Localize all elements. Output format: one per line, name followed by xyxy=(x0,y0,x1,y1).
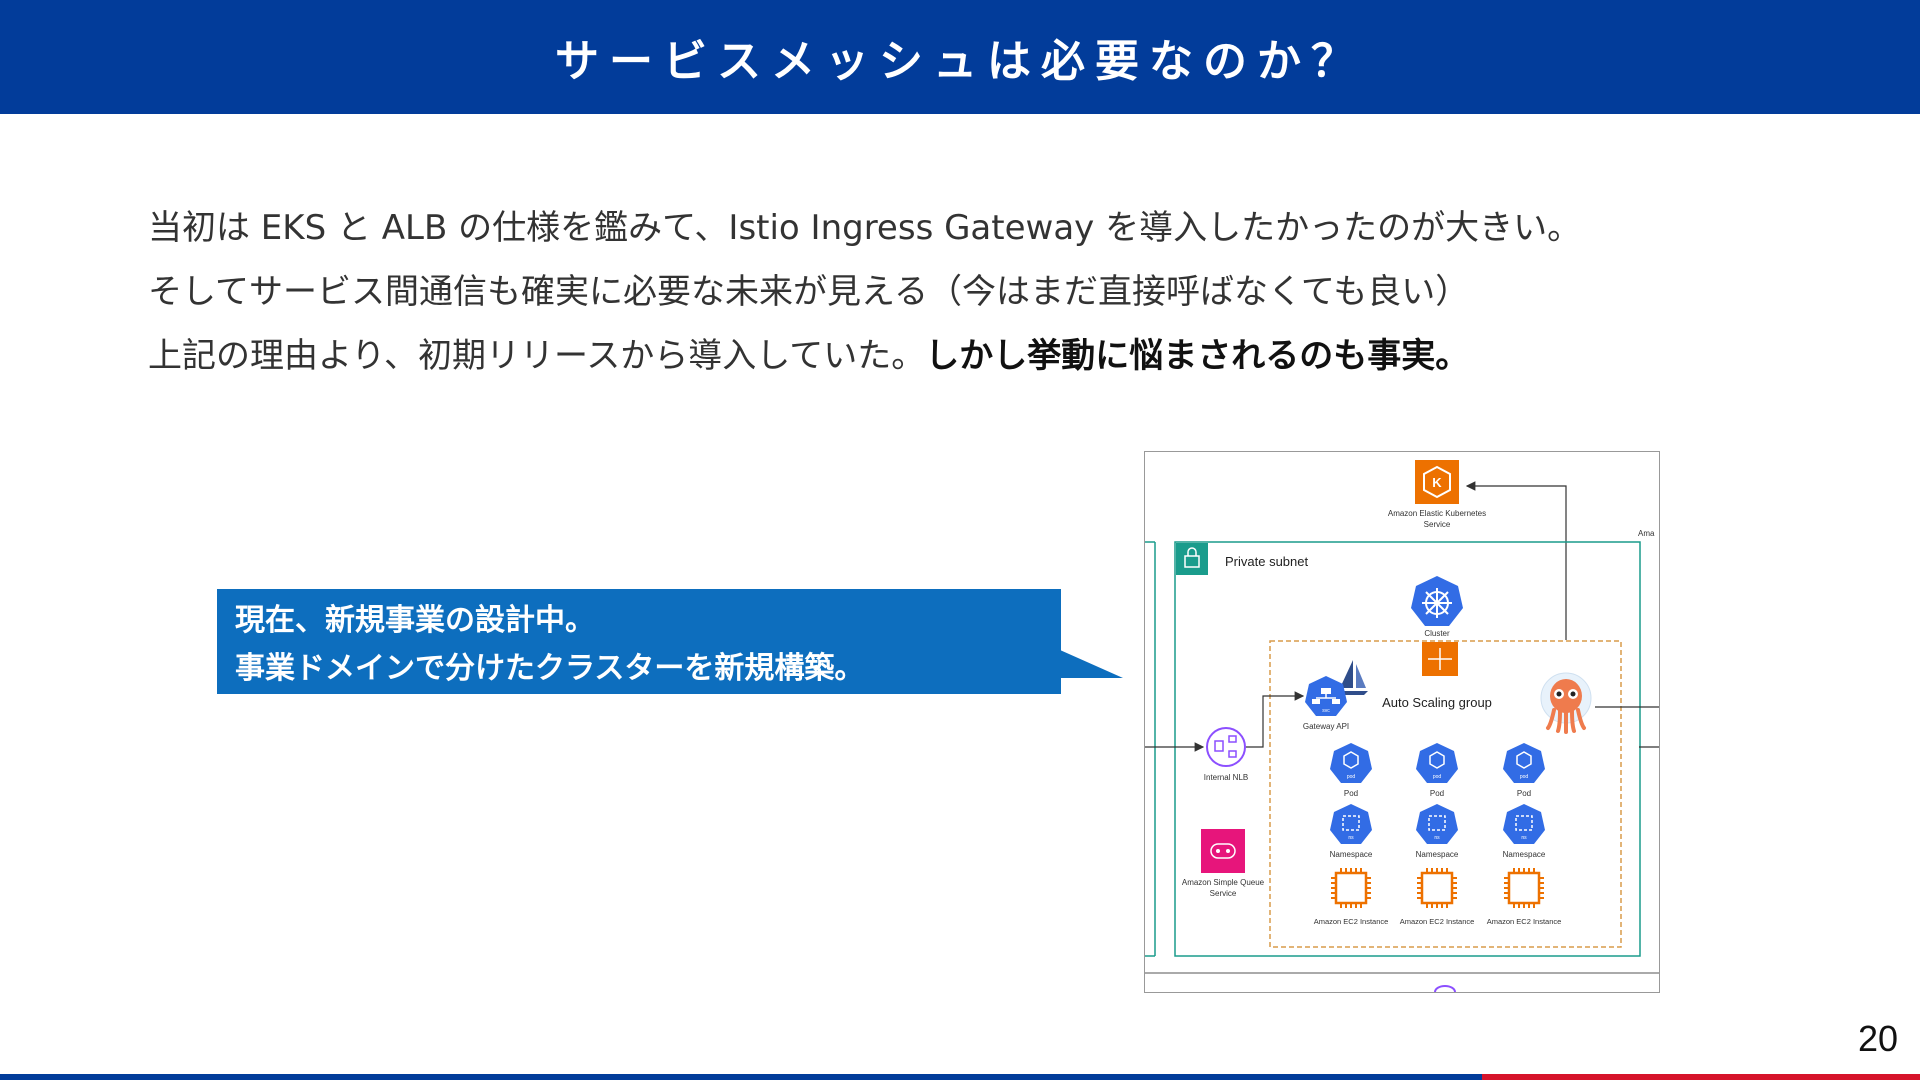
body-line-2: そしてサービス間通信も確実に必要な未来が見える（今はまだ直接呼ばなくても良い） xyxy=(148,260,1848,324)
pod-icon: pod xyxy=(1330,743,1372,783)
svg-text:pod: pod xyxy=(1433,774,1442,780)
body-line-3: 上記の理由より、初期リリースから導入していた。しかし挙動に悩まされるのも事実。 xyxy=(148,324,1848,388)
svc-icon-label: svc xyxy=(1322,708,1330,714)
callout-line-2: 事業ドメインで分けたクラスターを新規構築。 xyxy=(235,645,1043,693)
body-text: 当初は EKS と ALB の仕様を鑑みて、Istio Ingress Gate… xyxy=(148,196,1848,388)
svg-text:ns: ns xyxy=(1521,835,1527,841)
body-line-3-bold: しかし挙動に悩まされるのも事実。 xyxy=(925,336,1469,376)
edge-label: Ama xyxy=(1638,529,1655,538)
pod-label-3: Pod xyxy=(1517,789,1531,798)
ec2-chip-icon xyxy=(1417,868,1457,908)
namespace-icon: ns xyxy=(1416,804,1458,844)
kubernetes-helm-icon xyxy=(1411,576,1463,626)
svg-text:pod: pod xyxy=(1347,774,1356,780)
aws-eks-icon: K xyxy=(1415,460,1459,504)
lock-icon xyxy=(1176,543,1208,575)
pod-label-1: Pod xyxy=(1344,789,1358,798)
cluster-label: Cluster xyxy=(1424,629,1450,638)
ec2-chip-icon xyxy=(1331,868,1371,908)
svg-text:K: K xyxy=(1432,475,1442,490)
gateway-svc-icon: svc xyxy=(1305,676,1347,716)
gateway-api-label: Gateway API xyxy=(1303,722,1349,731)
private-subnet-label: Private subnet xyxy=(1225,554,1308,569)
namespace-label-2: Namespace xyxy=(1416,850,1459,859)
body-line-3-normal: 上記の理由より、初期リリースから導入していた。 xyxy=(148,336,925,376)
ec2-label-3: Amazon EC2 Instance xyxy=(1487,917,1562,926)
body-line-1: 当初は EKS と ALB の仕様を鑑みて、Istio Ingress Gate… xyxy=(148,196,1848,260)
callout-box: 現在、新規事業の設計中。 事業ドメインで分けたクラスターを新規構築。 xyxy=(217,589,1061,694)
pod-icon: pod xyxy=(1416,743,1458,783)
namespace-label-1: Namespace xyxy=(1330,850,1373,859)
svg-text:ns: ns xyxy=(1434,835,1440,841)
callout-line-1: 現在、新規事業の設計中。 xyxy=(235,597,1043,645)
asg-icon xyxy=(1422,642,1458,676)
sqs-icon xyxy=(1201,829,1245,873)
namespace-label-3: Namespace xyxy=(1503,850,1546,859)
internal-nlb-label: Internal NLB xyxy=(1204,773,1248,782)
argo-octopus-icon xyxy=(1541,673,1591,732)
title-bar: サービスメッシュは必要なのか？ xyxy=(0,0,1920,114)
svg-text:pod: pod xyxy=(1520,774,1529,780)
eks-label-2: Service xyxy=(1424,520,1451,529)
svg-text:ns: ns xyxy=(1348,835,1354,841)
sqs-label-2: Service xyxy=(1210,889,1237,898)
page-number: 20 xyxy=(1858,1018,1898,1060)
nlb-icon xyxy=(1207,728,1245,766)
namespace-icon: ns xyxy=(1503,804,1545,844)
namespace-icon: ns xyxy=(1330,804,1372,844)
ec2-label-1: Amazon EC2 Instance xyxy=(1314,917,1389,926)
ec2-chip-icon xyxy=(1504,868,1544,908)
ec2-label-2: Amazon EC2 Instance xyxy=(1400,917,1475,926)
sqs-label-1: Amazon Simple Queue xyxy=(1182,878,1265,887)
footer-bar xyxy=(0,1074,1920,1080)
asg-label: Auto Scaling group xyxy=(1382,695,1492,710)
architecture-diagram: K Amazon Elastic Kubernetes Service Ama … xyxy=(1144,451,1660,993)
nlb-to-gateway-arrow xyxy=(1246,696,1303,747)
slide-title: サービスメッシュは必要なのか？ xyxy=(555,25,1365,89)
callout-tail xyxy=(1060,650,1123,678)
eks-label-1: Amazon Elastic Kubernetes xyxy=(1388,509,1486,518)
pod-icon: pod xyxy=(1503,743,1545,783)
pod-label-2: Pod xyxy=(1430,789,1444,798)
